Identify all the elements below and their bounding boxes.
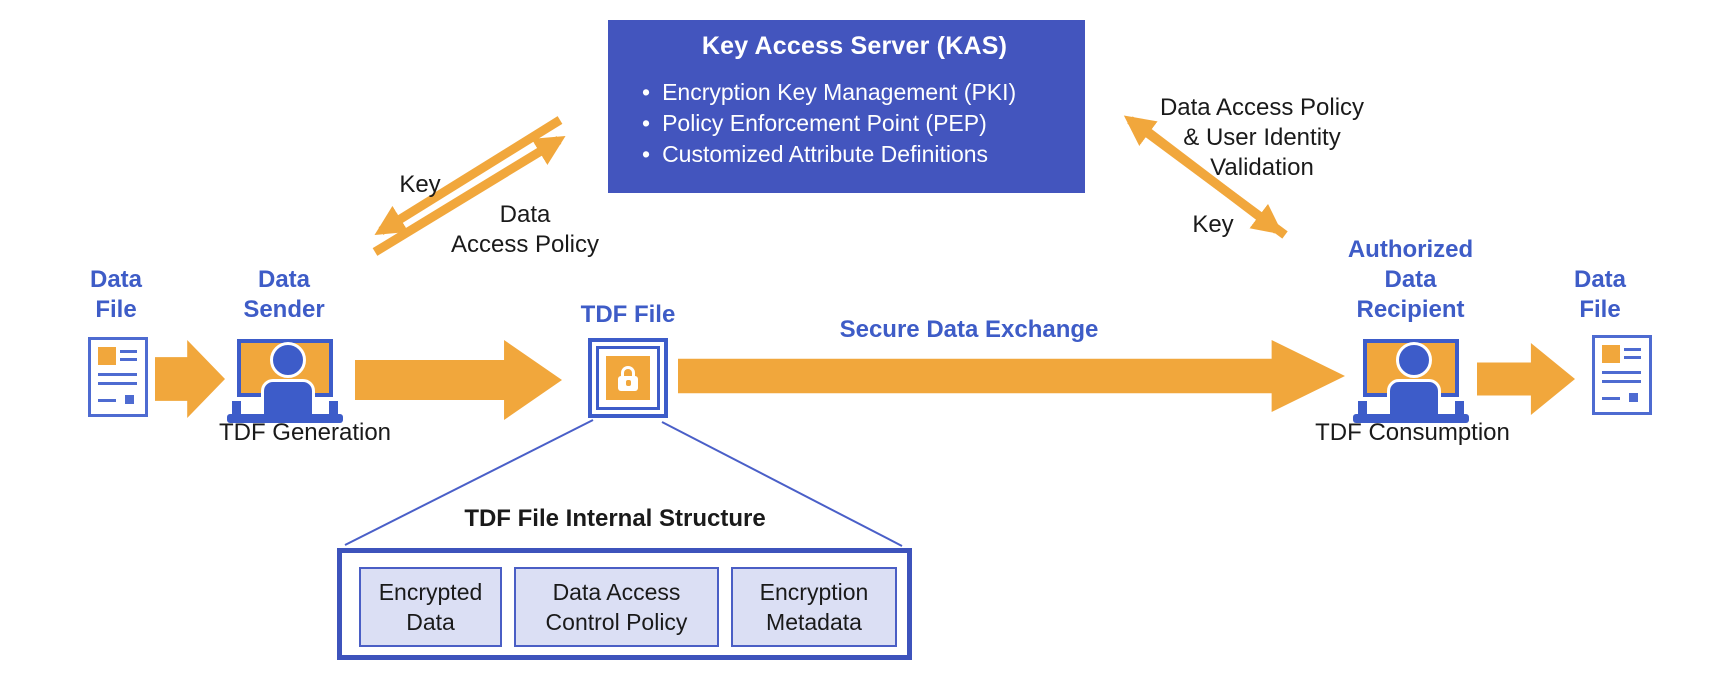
kas-bullet-list: Encryption Key Management (PKI) Policy E… [642,77,1067,170]
kas-title: Key Access Server (KAS) [701,32,1008,60]
laptop-user-icon-recipient [1353,337,1469,427]
data-file-left-label: Data File [89,266,143,323]
data-file-icon [88,337,148,417]
flow-arrow-recipient-to-file [1477,343,1575,415]
kas-box: Key Access Server (KAS) Encryption Key M… [608,20,1085,193]
flow-arrow-file-to-sender [155,340,225,418]
kas-bullet-item: Customized Attribute Definitions [642,139,1067,170]
tdf-structure-fan-lines [344,419,903,547]
data-access-control-policy-box: Data Access Control Policy [514,567,719,647]
data-file-icon [1592,335,1652,415]
user-head-icon [270,342,306,378]
internal-structure-box: Encrypted Data Data Access Control Polic… [337,548,912,660]
laptop-user-icon-sender [227,337,343,427]
doc-image-block [98,347,116,365]
data-file-right-label: Data File [1573,266,1627,323]
tdf-generation-label: TDF Generation [218,419,392,446]
user-head-icon [1396,342,1432,378]
authorized-recipient-label: Authorized Data Recipient [1347,236,1474,323]
internal-structure-title: TDF File Internal Structure [464,505,766,532]
doc-image-block [1602,345,1620,363]
secure-data-exchange-arrow [678,340,1345,412]
encrypted-data-box: Encrypted Data [359,567,502,647]
kas-sender-arrows-icon [372,116,566,256]
data-access-policy-label: Data Access Policy [450,201,600,258]
lock-icon [621,365,635,377]
kas-recipient-arrows-icon [1123,115,1288,239]
key-label-left: Key [399,171,441,198]
tdf-file-icon [588,338,668,418]
right-policy-validation-label: Data Access Policy & User Identity Valid… [1159,94,1365,181]
encryption-metadata-box: Encryption Metadata [731,567,897,647]
secure-data-exchange-label: Secure Data Exchange [839,316,1099,343]
tdf-file-label: TDF File [580,301,676,328]
data-sender-label: Data Sender [243,266,325,323]
key-label-right: Key [1192,211,1234,238]
kas-bullet-item: Policy Enforcement Point (PEP) [642,108,1067,139]
tdf-consumption-label: TDF Consumption [1315,419,1510,446]
kas-bullet-item: Encryption Key Management (PKI) [642,77,1067,108]
flow-arrow-sender-to-tdf [355,340,562,420]
